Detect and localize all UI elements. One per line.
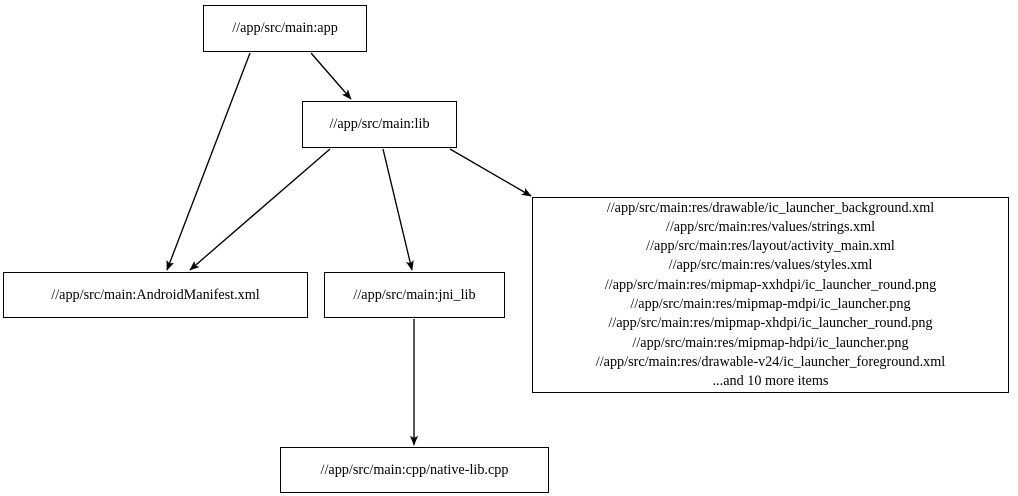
edge-app-to-manifest [166, 52, 251, 271]
edge-lib-to-jni-lib [382, 148, 414, 271]
node-android-manifest[interactable]: //app/src/main:AndroidManifest.xml [3, 272, 308, 318]
node-android-manifest-label: //app/src/main:AndroidManifest.xml [51, 286, 260, 303]
node-native-lib-cpp-label: //app/src/main:cpp/native-lib.cpp [320, 461, 509, 478]
node-lib[interactable]: //app/src/main:lib [302, 101, 457, 148]
node-native-lib-cpp[interactable]: //app/src/main:cpp/native-lib.cpp [280, 447, 549, 493]
node-jni-lib-label: //app/src/main:jni_lib [353, 286, 476, 303]
node-res-items[interactable]: //app/src/main:res/drawable/ic_launcher_… [532, 197, 1009, 393]
node-jni-lib[interactable]: //app/src/main:jni_lib [324, 272, 505, 318]
edge-lib-to-res [449, 148, 532, 197]
node-app-label: //app/src/main:app [232, 20, 338, 37]
node-lib-label: //app/src/main:lib [329, 116, 430, 133]
edge-app-to-lib [310, 52, 352, 100]
edge-lib-to-manifest [189, 148, 331, 271]
node-res-items-label: //app/src/main:res/drawable/ic_launcher_… [595, 199, 946, 390]
node-app[interactable]: //app/src/main:app [203, 5, 367, 52]
